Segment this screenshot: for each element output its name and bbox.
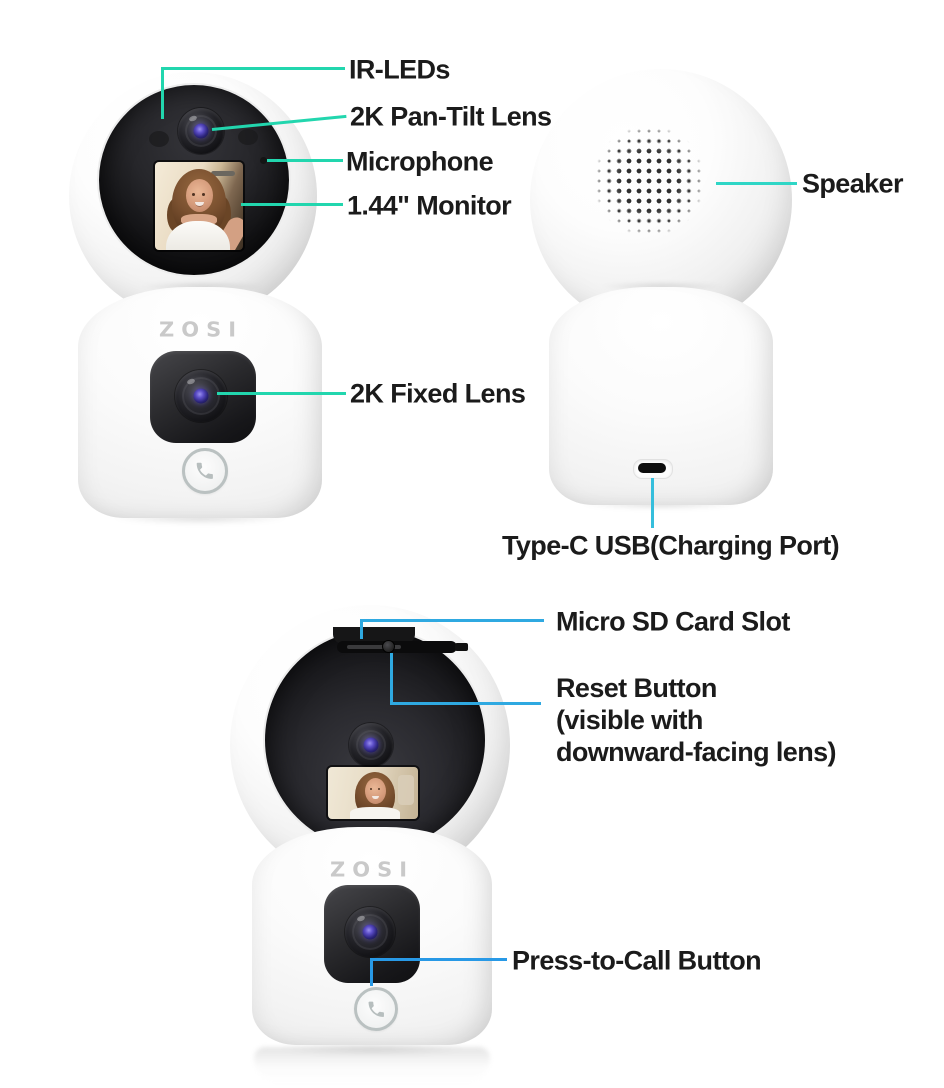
leader-line-reset-vertical <box>390 653 393 705</box>
selfie-eye <box>370 788 372 790</box>
front-neck-shadow <box>128 281 276 292</box>
back-neck-shadow <box>588 281 736 292</box>
leader-line-ir-leds <box>161 67 345 70</box>
ir-led-right <box>238 129 258 145</box>
label-call-button: Press-to-Call Button <box>512 945 762 976</box>
leader-line-microphone <box>267 159 343 162</box>
speaker-dots <box>587 119 711 243</box>
label-reset-line1: Reset Button <box>556 673 717 703</box>
call-button <box>182 448 228 494</box>
bottom-reflection <box>254 1047 490 1083</box>
down-monitor-screen <box>328 767 418 819</box>
selfie-face <box>186 179 213 212</box>
down-pan-tilt-lens <box>349 723 393 767</box>
press-to-call-button <box>354 987 398 1031</box>
phone-icon <box>196 462 214 480</box>
selfie-eye <box>192 193 195 196</box>
leader-line-monitor <box>241 203 343 206</box>
sd-slot-housing <box>333 627 415 644</box>
phone-icon <box>368 1001 384 1017</box>
pan-tilt-lens <box>178 108 224 154</box>
leader-line-call <box>370 958 507 961</box>
micro-sd-card-slot <box>347 645 401 649</box>
label-sd-slot: Micro SD Card Slot <box>556 606 790 637</box>
leader-line-call-vertical <box>370 958 373 986</box>
label-reset-button: Reset Button (visible with downward-faci… <box>556 672 837 768</box>
brand-logo: ZOSI <box>158 318 244 342</box>
speaker-grille <box>587 119 711 243</box>
leader-line-sd <box>360 619 544 622</box>
label-pan-tilt-lens: 2K Pan-Tilt Lens <box>350 101 552 132</box>
down-neck-shadow <box>298 821 446 832</box>
front-monitor-screen <box>155 162 243 250</box>
fixed-lens <box>175 370 227 422</box>
label-speaker: Speaker <box>802 168 903 199</box>
down-fixed-lens <box>345 907 395 957</box>
label-reset-line3: downward-facing lens) <box>556 737 837 767</box>
label-microphone: Microphone <box>346 146 494 177</box>
leader-line-usb <box>651 478 654 528</box>
label-reset-line2: (visible with <box>556 705 703 735</box>
reset-button <box>382 640 395 653</box>
fixed-lens-iris <box>193 388 209 404</box>
selfie-tank-top <box>350 807 400 819</box>
usb-c-port <box>638 463 666 473</box>
selfie-smile <box>372 796 379 799</box>
sd-slot-notch <box>455 643 468 651</box>
down-lens-iris <box>363 737 379 753</box>
brand-logo: ZOSI <box>329 858 415 882</box>
label-fixed-lens: 2K Fixed Lens <box>350 378 526 409</box>
label-monitor: 1.44" Monitor <box>347 190 512 221</box>
pan-tilt-lens-iris <box>193 123 209 139</box>
leader-line-fixed-lens <box>217 392 346 395</box>
selfie-eye <box>378 788 380 790</box>
selfie-smile <box>195 202 204 207</box>
background-object <box>398 775 414 805</box>
selfie-face <box>365 778 386 804</box>
leader-line-reset <box>390 702 541 705</box>
ir-led-left <box>149 131 169 147</box>
leader-line-speaker <box>716 182 797 185</box>
label-usb: Type-C USB(Charging Port) <box>502 530 840 561</box>
down-fixed-lens-iris <box>362 924 378 940</box>
leader-line-sd-vertical <box>360 619 363 639</box>
bottom-base-shadow <box>262 1041 482 1057</box>
leader-line-ir-leds-vertical <box>161 67 164 119</box>
label-ir-leds: IR-LEDs <box>349 54 450 85</box>
microphone-hole <box>260 157 267 164</box>
ceiling-fan <box>211 171 235 176</box>
selfie-eye <box>202 193 205 196</box>
